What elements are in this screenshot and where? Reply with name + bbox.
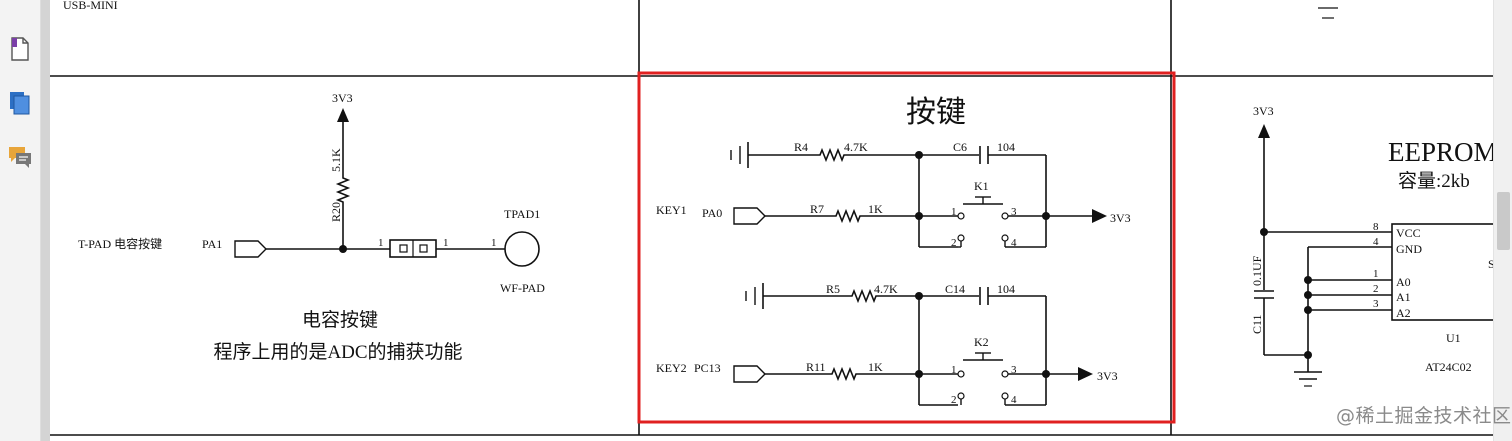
svg-text:104: 104 [997, 140, 1015, 154]
svg-text:1: 1 [1373, 268, 1379, 280]
eeprom-title: EEPROM [1388, 137, 1498, 167]
copy-pages-icon[interactable] [7, 90, 33, 116]
svg-text:U1: U1 [1446, 331, 1461, 345]
panel-splitter[interactable] [41, 0, 50, 441]
watermark-text: @稀土掘金技术社区 [1336, 405, 1512, 427]
svg-text:1: 1 [443, 237, 449, 249]
eeprom-circuit: 3V3 0.1UF C11 EEPROM 容量:2kb S 8 VCC 4 GN… [1250, 104, 1503, 387]
svg-text:2: 2 [1373, 283, 1379, 295]
svg-text:2: 2 [951, 394, 957, 406]
touch-pad-circuit: 3V3 5.1K R20 T-PAD 电容按键 PA1 1 1 1 TPAD1 … [78, 91, 545, 363]
svg-text:3V3: 3V3 [1110, 211, 1131, 225]
usb-mini-label: USB-MINI [63, 0, 118, 12]
tpad-ref: TPAD1 [504, 207, 540, 221]
tpad-net-label: T-PAD 电容按键 [78, 236, 162, 251]
svg-text:2: 2 [951, 237, 957, 249]
svg-text:A2: A2 [1396, 306, 1411, 320]
tpad-power-label: 3V3 [332, 91, 353, 105]
svg-text:3: 3 [1011, 206, 1017, 218]
svg-text:1K: 1K [868, 360, 883, 374]
svg-text:4: 4 [1011, 237, 1017, 249]
svg-text:C14: C14 [945, 282, 965, 296]
svg-text:GND: GND [1396, 242, 1422, 256]
ground-symbol-top [1318, 7, 1338, 19]
keys-highlight-box [637, 71, 1176, 424]
svg-text:4.7K: 4.7K [844, 140, 868, 154]
sheet-grid [50, 0, 1493, 436]
svg-text:C11: C11 [1250, 314, 1264, 334]
svg-text:1: 1 [951, 364, 957, 376]
svg-text:1: 1 [378, 237, 384, 249]
pa1-port-symbol [234, 240, 267, 258]
vertical-scrollbar[interactable] [1493, 0, 1512, 441]
key1-circuit: R4 4.7K C6 104 KEY1 PA0 R7 1K 3V3 K1 1 2 [656, 140, 1131, 249]
r20-ref: R20 [329, 202, 343, 222]
at24c02-chip [1391, 223, 1503, 321]
scrollbar-thumb[interactable] [1497, 192, 1510, 250]
svg-text:R7: R7 [810, 202, 824, 216]
eeprom-capacity: 容量:2kb [1398, 170, 1470, 192]
watermark: @稀土掘金技术社区 [1336, 401, 1512, 428]
tpad-type: WF-PAD [500, 281, 545, 295]
svg-text:R4: R4 [794, 140, 808, 154]
svg-text:KEY2: KEY2 [656, 361, 687, 375]
svg-text:A1: A1 [1396, 290, 1411, 304]
svg-text:AT24C02: AT24C02 [1425, 360, 1472, 374]
keys-title: 按键 [906, 96, 966, 129]
r20-value: 5.1K [329, 148, 343, 172]
svg-text:4: 4 [1011, 394, 1017, 406]
svg-text:C6: C6 [953, 140, 967, 154]
svg-text:3: 3 [1011, 364, 1017, 376]
power-arrow [337, 108, 349, 122]
svg-text:R11: R11 [806, 360, 826, 374]
tpad-caption-2: 程序上用的是ADC的捕获功能 [213, 341, 462, 363]
svg-text:1K: 1K [868, 202, 883, 216]
svg-text:3V3: 3V3 [1097, 369, 1118, 383]
svg-text:0.1UF: 0.1UF [1250, 255, 1264, 286]
svg-text:4: 4 [1373, 236, 1379, 248]
svg-text:4.7K: 4.7K [874, 282, 898, 296]
svg-text:8: 8 [1373, 221, 1379, 233]
svg-text:S: S [1488, 257, 1495, 271]
svg-text:1: 1 [491, 237, 497, 249]
svg-text:KEY1: KEY1 [656, 203, 687, 217]
page-icon[interactable] [7, 36, 33, 62]
pa0-port-symbol [733, 207, 766, 225]
tpad-port-label: PA1 [202, 237, 222, 251]
svg-text:K2: K2 [974, 335, 989, 349]
svg-text:3: 3 [1373, 298, 1379, 310]
svg-text:VCC: VCC [1396, 226, 1421, 240]
svg-text:PA0: PA0 [702, 206, 722, 220]
pc13-port-symbol [733, 365, 766, 383]
svg-text:R5: R5 [826, 282, 840, 296]
svg-text:1: 1 [951, 206, 957, 218]
svg-text:104: 104 [997, 282, 1015, 296]
svg-text:3V3: 3V3 [1253, 104, 1274, 118]
svg-text:PC13: PC13 [694, 361, 721, 375]
key2-circuit: R5 4.7K C14 104 KEY2 PC13 R11 1K 3V3 K2 … [656, 282, 1118, 406]
svg-text:A0: A0 [1396, 275, 1411, 289]
viewer-toolbar [0, 0, 41, 441]
touch-pad-symbol [504, 231, 540, 267]
svg-text:K1: K1 [974, 179, 989, 193]
comment-icon[interactable] [7, 144, 33, 170]
tpad-caption-1: 电容按键 [302, 309, 378, 331]
